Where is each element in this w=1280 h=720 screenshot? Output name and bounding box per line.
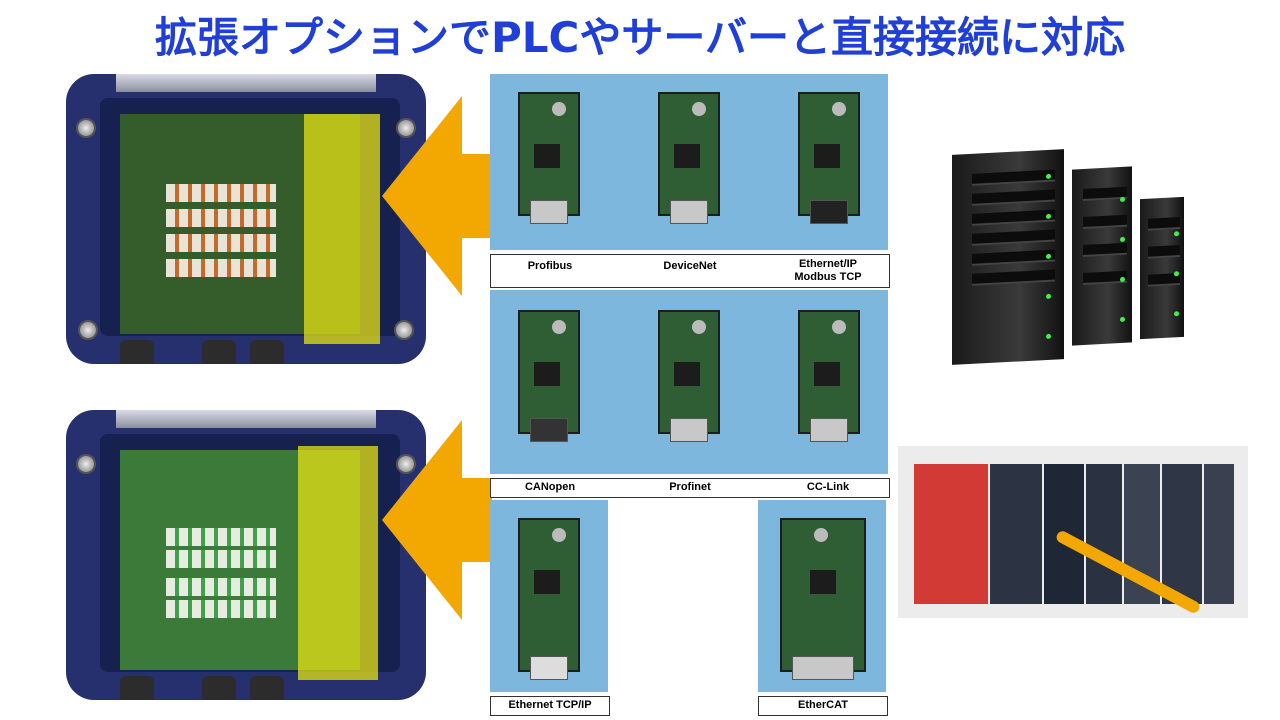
label-devicenet: DeviceNet — [663, 260, 717, 272]
terminal-block — [166, 528, 276, 546]
label-canopen: CANopen — [524, 481, 576, 493]
cable-gland — [120, 676, 154, 700]
enclosure-top — [66, 74, 426, 364]
cable-gland — [202, 676, 236, 700]
cable-gland — [202, 340, 236, 364]
label-profibus: Profibus — [527, 260, 573, 272]
module-label-row3-left: Ethernet TCP/IP — [490, 696, 610, 716]
screw-icon — [76, 118, 96, 138]
option-slot-highlight — [298, 446, 378, 680]
arrow-left-icon — [382, 96, 492, 296]
module-labels-row2: CANopen Profinet CC-Link — [490, 478, 890, 498]
cable-gland — [250, 676, 284, 700]
screw-icon — [76, 454, 96, 474]
terminal-block — [166, 184, 276, 202]
cc-link-module — [798, 310, 860, 442]
terminal-block — [166, 209, 276, 227]
ethercat-module — [780, 518, 866, 680]
cable-gland — [120, 340, 154, 364]
label-ethernet-tcpip: Ethernet TCP/IP — [508, 699, 592, 711]
module-photo-ethercat — [758, 500, 886, 692]
devicenet-module — [658, 92, 720, 224]
module-labels-row1: Profibus DeviceNet Ethernet/IP Modbus TC… — [490, 254, 890, 288]
arrow-left-icon — [382, 420, 492, 620]
label-profinet: Profinet — [669, 481, 711, 493]
ethernet-tcpip-module — [518, 518, 580, 680]
profibus-module — [518, 92, 580, 224]
module-photo-row1 — [490, 74, 888, 250]
terminal-block — [166, 578, 276, 596]
label-ethernetip: Ethernet/IP — [798, 258, 858, 270]
din-rail — [116, 74, 376, 92]
page-title: 拡張オプションでPLCやサーバーと直接接続に対応 — [155, 13, 1125, 62]
module-photo-ethernet-tcpip — [490, 500, 608, 692]
din-rail — [116, 410, 376, 428]
canopen-module — [518, 310, 580, 442]
profinet-module — [658, 310, 720, 442]
screw-icon — [78, 320, 98, 340]
server-rack-icon — [952, 140, 1192, 380]
terminal-block — [166, 550, 276, 568]
terminal-block — [166, 234, 276, 252]
terminal-block — [166, 259, 276, 277]
option-slot-highlight — [304, 114, 380, 344]
module-photo-row2 — [490, 290, 888, 474]
cable-gland — [250, 340, 284, 364]
module-label-row3-right: EtherCAT — [758, 696, 888, 716]
enclosure-bottom — [66, 410, 426, 700]
terminal-block — [166, 600, 276, 618]
label-modbus-tcp: Modbus TCP — [794, 271, 862, 283]
plc-icon — [898, 446, 1248, 618]
label-cc-link: CC-Link — [806, 481, 850, 493]
label-ethercat: EtherCAT — [798, 699, 848, 711]
ethernetip-module — [798, 92, 860, 224]
screw-icon — [394, 320, 414, 340]
